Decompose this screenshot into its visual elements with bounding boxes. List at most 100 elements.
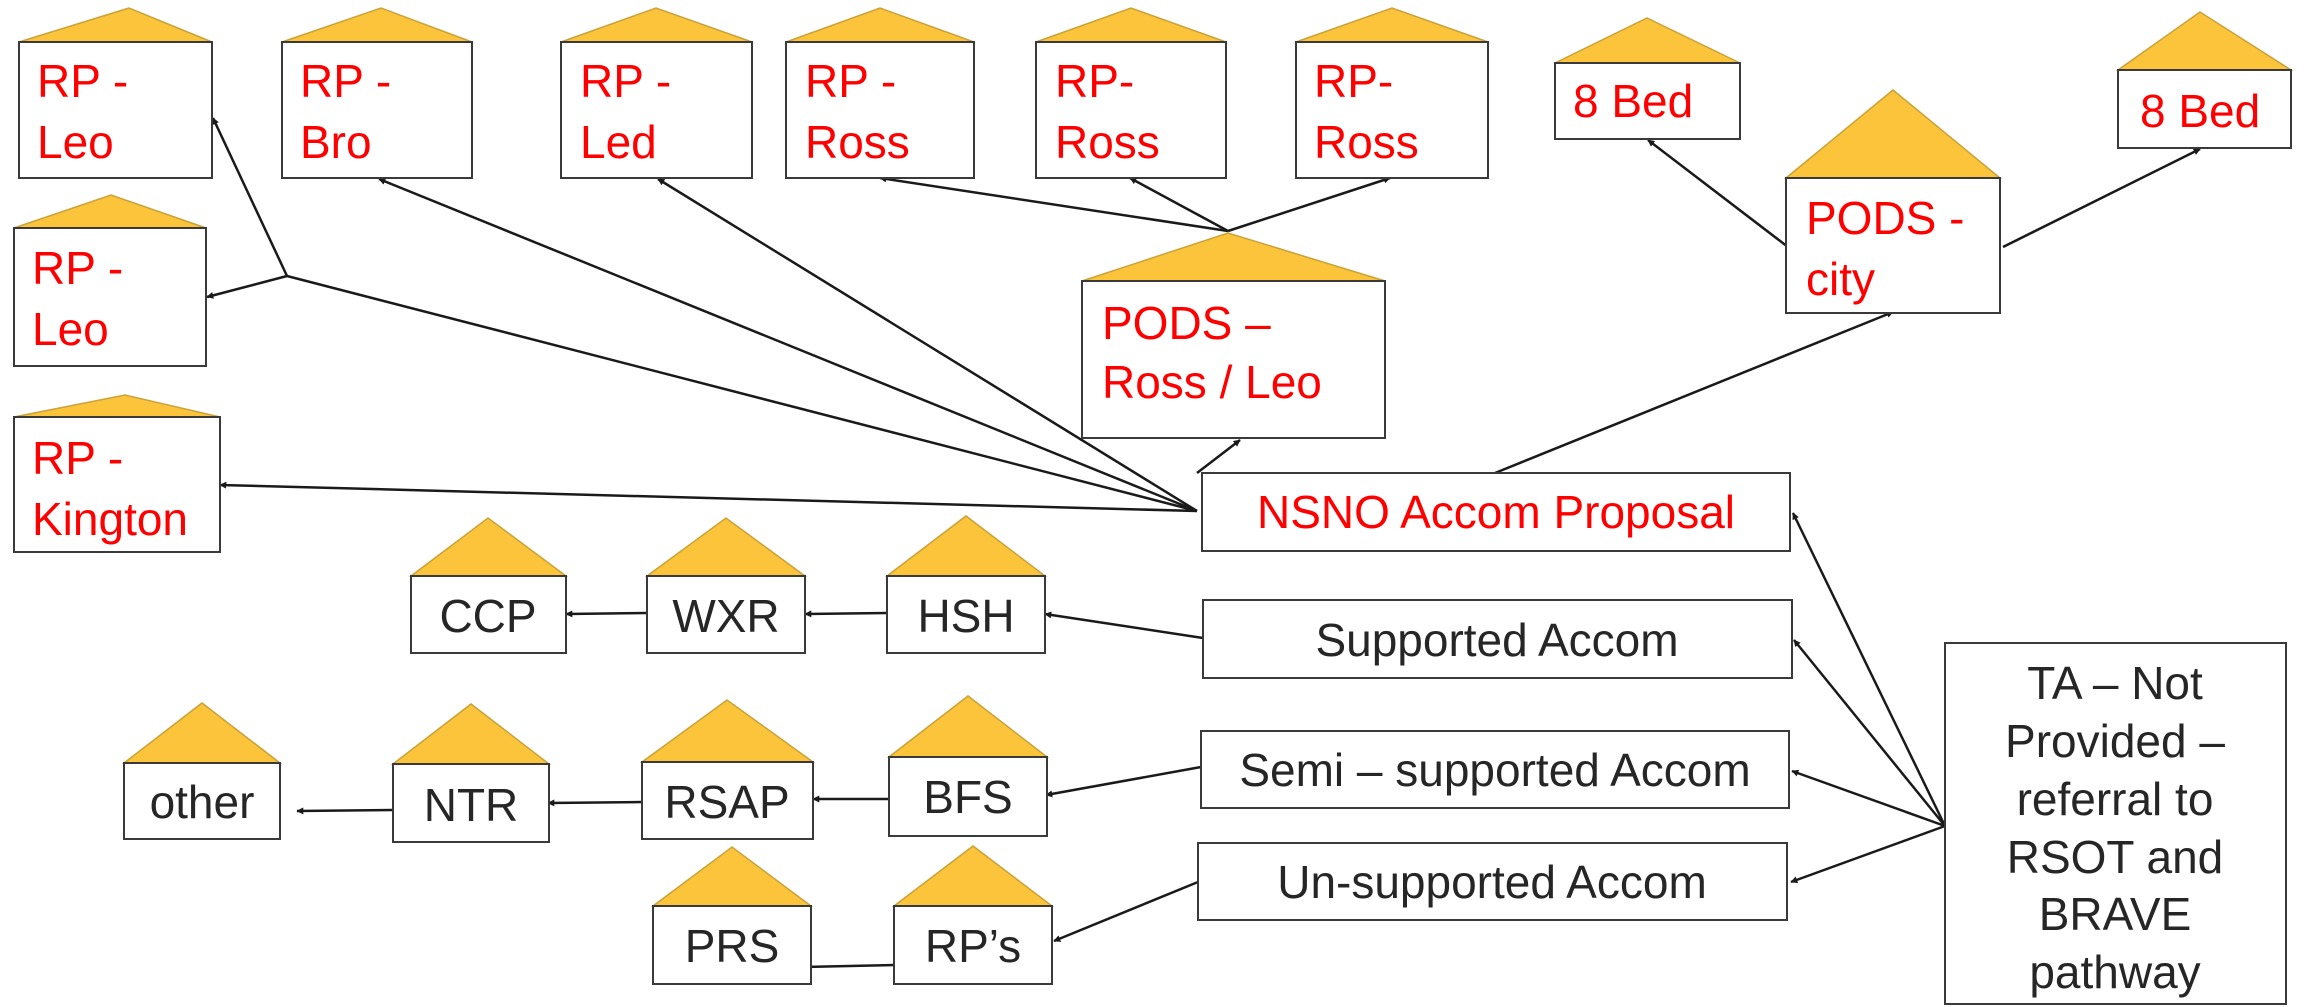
connector-ta-to-unsupported [1790,824,1946,884]
node-line: Ross [805,116,910,168]
house-roof-icon [1035,7,1227,43]
node-line: BFS [923,771,1012,823]
node-line: RSOT and [2007,831,2223,883]
node-other: other [121,702,283,840]
house-roof-icon [785,7,975,43]
node-line: RP’s [925,920,1021,972]
node-rp-led: RP - Led [560,7,753,179]
connector-nsno-to-rp-bro [378,177,1198,513]
node-unsupported-accom: Un-supported Accom [1197,842,1788,921]
node-rp-leo-2: RP - Leo [13,194,207,367]
node-ta-not-provided: TA – Not Provided – referral to RSOT and… [1944,642,2287,1005]
connector-pods-city-to-8bed-1 [1647,139,1789,248]
node-line: RP - [32,432,123,484]
node-nsno-accom-proposal: NSNO Accom Proposal [1201,472,1791,552]
connector-unsupported-to-rps [1053,880,1199,943]
node-line: Bro [300,116,372,168]
node-line: RP - [300,55,391,107]
house-roof-icon [560,7,753,43]
connector-pods-to-rp-ross-3 [1227,176,1391,233]
node-line: Un-supported Accom [1277,856,1707,908]
connector-nsno-to-pods-ross-leo [1196,439,1241,474]
node-8-bed-2: 8 Bed [2115,11,2294,149]
node-pods-city: PODS - city [1783,89,2003,314]
node-line: Ross [1055,116,1160,168]
node-line: Ross / Leo [1102,356,1322,408]
connector-pods-city-to-8bed-2 [2002,147,2201,249]
house-roof-icon [390,703,552,765]
node-rsap: RSAP [639,699,816,840]
connector-supported-to-hsh [1044,611,1204,640]
connector-nsno-to-junction [286,274,1198,513]
connector-pods-to-rp-ross-2 [1129,176,1229,233]
house-roof-icon [1081,232,1386,282]
node-line: RP - [580,55,671,107]
connector-rsap-to-ntr [547,799,643,807]
node-line: NSNO Accom Proposal [1257,486,1735,538]
node-semi-supported-accom: Semi – supported Accom [1200,730,1790,809]
house-roof-icon [121,702,283,764]
node-rp-ross-3: RP- Ross [1295,7,1489,179]
house-roof-icon [891,845,1055,907]
node-line: Leo [37,116,114,168]
house-roof-icon [13,194,207,229]
node-line: Led [580,116,657,168]
house-roof-icon [281,7,473,43]
node-wxr: WXR [644,517,808,654]
connector-pods-to-rp-ross-1 [879,175,1229,233]
house-roof-icon [1554,17,1741,64]
house-roof-icon [18,7,213,43]
node-line: Leo [32,303,109,355]
node-line: PRS [685,920,780,972]
connectors [206,117,2201,971]
house-roof-icon [644,517,808,577]
node-bfs: BFS [886,695,1050,837]
node-rp-leo-1: RP - Leo [18,7,213,179]
node-8-bed-1: 8 Bed [1554,17,1741,140]
node-supported-accom: Supported Accom [1202,599,1793,679]
node-rp-bro: RP - Bro [281,7,473,179]
node-prs: PRS [650,846,814,985]
node-line: PODS – [1102,297,1271,349]
node-rp-ross-1: RP - Ross [785,7,975,179]
node-line: 8 Bed [1573,75,1693,127]
node-line: city [1806,253,1875,305]
node-ntr: NTR [390,703,552,843]
node-line: Supported Accom [1315,614,1678,666]
node-rps: RP’s [891,845,1055,985]
node-line: Ross [1314,116,1419,168]
house-roof-icon [639,699,816,763]
node-rp-kington: RP - Kington [13,394,221,553]
connector-junction-to-rp-leo-1 [211,117,289,277]
connector-semi-to-bfs [1045,765,1202,798]
node-line: Provided – [2005,715,2225,767]
node-line: 8 Bed [2140,85,2260,137]
node-line: PODS - [1806,192,1964,244]
node-pods-ross-leo: PODS – Ross / Leo [1081,232,1386,439]
node-line: BRAVE [2039,888,2192,940]
node-line: RSAP [664,776,789,828]
node-line: referral to [2017,773,2214,825]
node-line: TA – Not [2027,657,2203,709]
node-ccp: CCP [408,517,569,654]
node-line: CCP [439,590,536,642]
node-rp-ross-2: RP- Ross [1035,7,1227,179]
house-roof-icon [1783,89,2003,179]
connector-ntr-to-other [296,807,394,815]
connector-ta-to-nsno [1791,512,1947,827]
connector-nsno-to-rp-led [657,177,1198,513]
node-line: pathway [2029,946,2200,998]
house-roof-icon [1295,7,1489,43]
house-roof-icon [408,517,569,577]
node-line: WXR [672,590,779,642]
connector-hsh-to-wxr [804,610,888,618]
node-hsh: HSH [884,515,1048,654]
connector-junction-to-rp-leo-2 [206,274,288,299]
connector-wxr-to-ccp [565,610,648,618]
node-line: HSH [917,590,1014,642]
node-line: Semi – supported Accom [1239,744,1750,796]
connector-nsno-to-pods-city [1494,310,1894,475]
node-line: NTR [424,779,519,831]
connector-ta-to-supported [1793,639,1946,827]
